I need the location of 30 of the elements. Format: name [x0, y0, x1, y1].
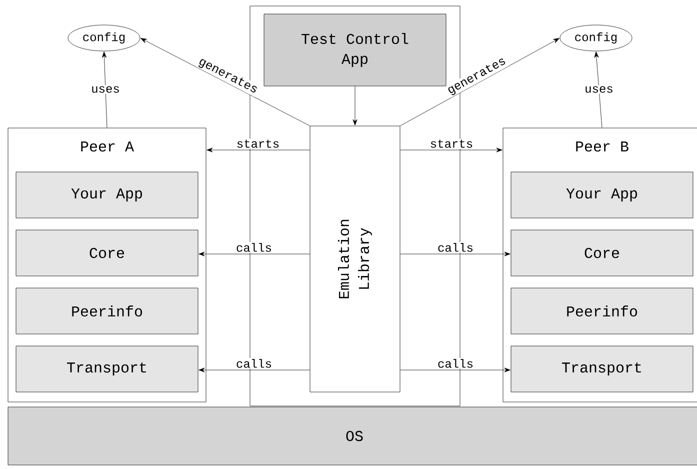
edge-label: calls [235, 242, 273, 253]
arrow [206, 148, 310, 152]
component-box: Peerinfo [16, 288, 198, 334]
edge-label: starts [428, 138, 474, 149]
edge-label: calls [436, 358, 474, 369]
arrow [140, 38, 310, 126]
arrow [198, 252, 310, 256]
edge-label: starts [235, 138, 281, 149]
os-box: OS [8, 406, 697, 466]
edge-label: calls [235, 358, 273, 369]
arrow [198, 368, 310, 372]
arrow [400, 148, 502, 152]
arrow [400, 38, 560, 126]
component-box: Transport [510, 346, 694, 392]
arrow [400, 368, 510, 372]
component-box: Core [510, 230, 694, 276]
component-box: Peerinfo [510, 288, 694, 334]
edge-label: calls [436, 242, 474, 253]
arrow [594, 52, 602, 128]
library-box: Emulation Library [310, 126, 400, 392]
component-box: Your App [510, 172, 694, 218]
component-box: Your App [16, 172, 198, 218]
arrow [352, 86, 358, 126]
app-box: Test Control App [264, 14, 446, 86]
edge-label: uses [584, 85, 614, 94]
component-box: Transport [16, 346, 198, 392]
arrow [102, 52, 108, 128]
edge-label: uses [90, 85, 121, 94]
arrow [400, 252, 510, 256]
component-box: Core [16, 230, 198, 276]
